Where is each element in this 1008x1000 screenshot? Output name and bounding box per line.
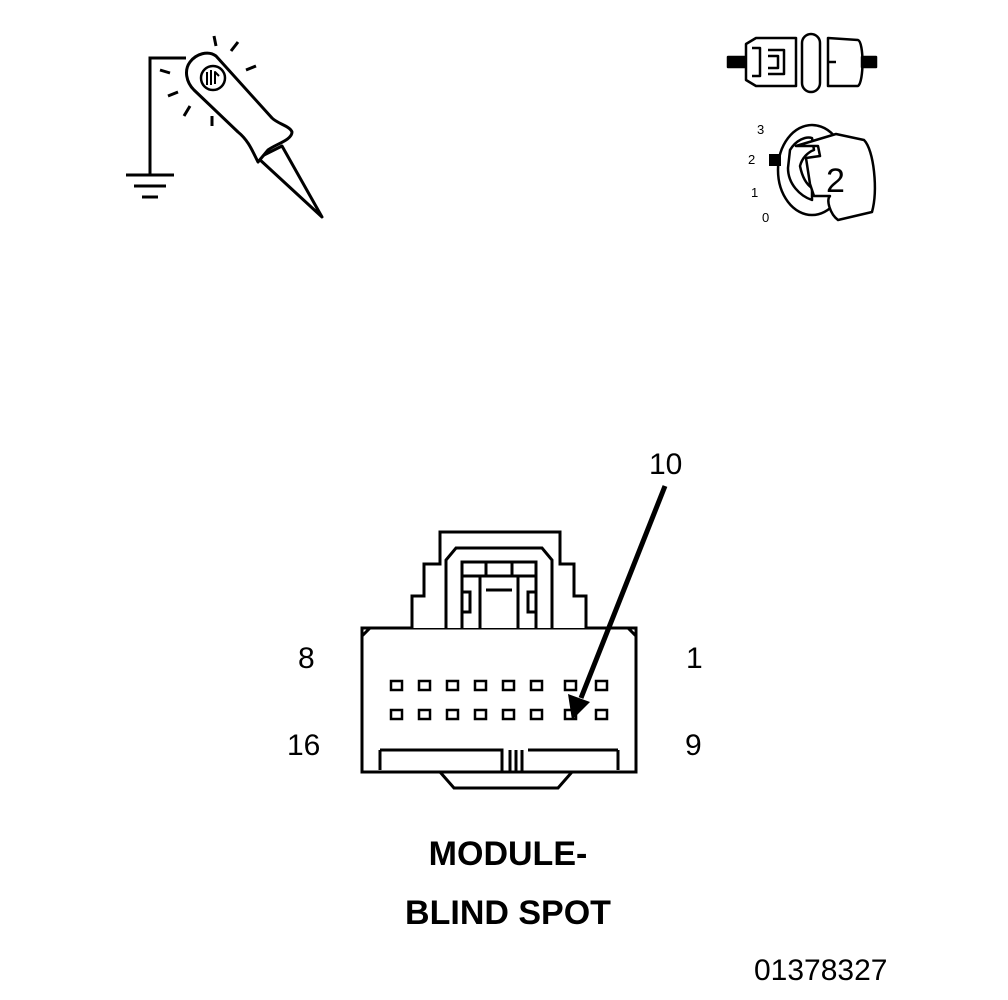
ignition-position-0: 0 xyxy=(762,210,770,225)
pin-label-top-left: 8 xyxy=(298,642,315,675)
connector-title-line-1: MODULE- xyxy=(428,835,588,873)
connector-body xyxy=(360,530,638,790)
ignition-position-3: 3 xyxy=(757,122,765,137)
test-light-probe-icon xyxy=(159,35,324,219)
pin-label-bottom-left: 16 xyxy=(287,729,321,762)
ignition-position-1: 1 xyxy=(751,185,759,200)
pin-label-top-right: 1 xyxy=(686,642,703,675)
figure-number: 01378327 xyxy=(754,954,888,987)
cavities-row-2 xyxy=(389,708,609,721)
cavities-row-1 xyxy=(389,679,609,692)
pin-label-bottom-right: 9 xyxy=(685,729,702,762)
ignition-key-position-label: 2 xyxy=(826,162,845,200)
pin-pointer-arrow xyxy=(568,485,668,720)
connector-disconnect-icon xyxy=(726,32,878,94)
connector-title-line-2: BLIND SPOT xyxy=(405,894,611,932)
ignition-switch-icon xyxy=(769,123,877,222)
ground-symbol-icon xyxy=(126,56,186,199)
ignition-position-2: 2 xyxy=(748,152,756,167)
probe-pin-label: 10 xyxy=(649,448,683,481)
